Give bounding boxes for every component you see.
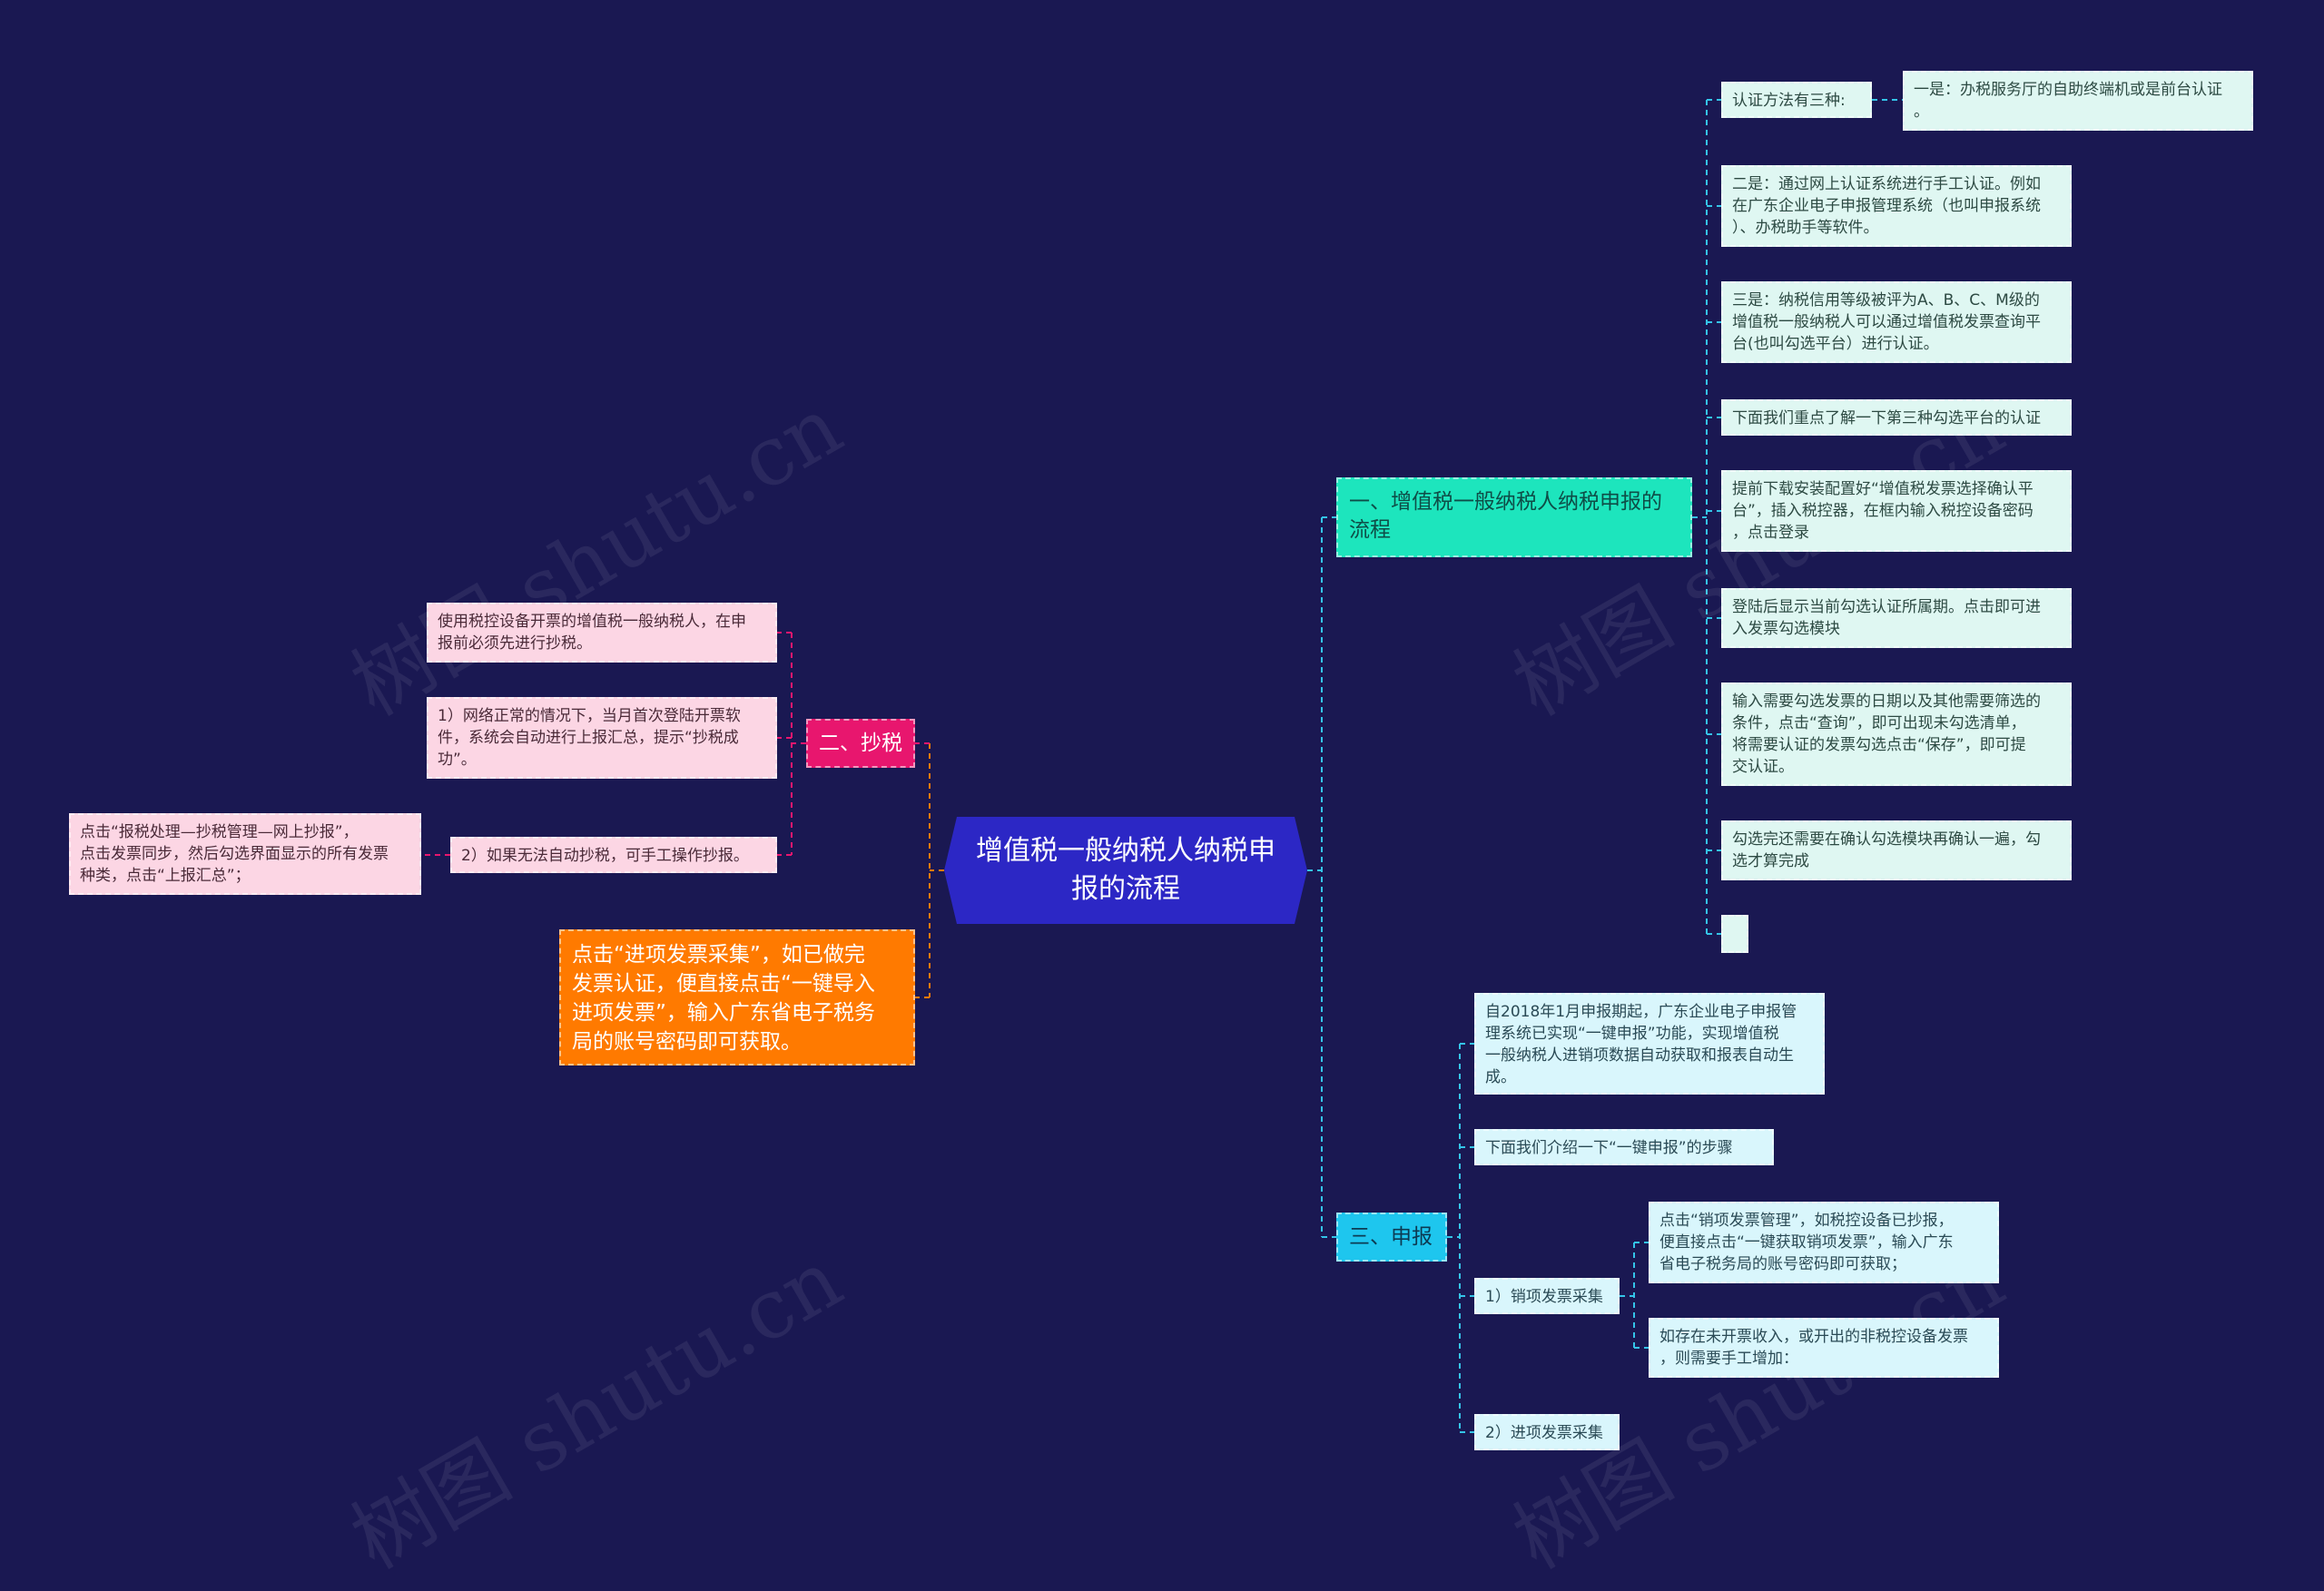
sales-invoice-extra[interactable]: 如存在未开票收入，或开出的非税控设备发票 ，则需要手工增加： <box>1649 1318 1999 1378</box>
declaration-since-2018[interactable]: 自2018年1月申报期起，广东企业电子申报管 理系统已实现“一键申报”功能，实现… <box>1474 993 1825 1095</box>
declaration-steps-intro[interactable]: 下面我们介绍一下“一键申报”的步骤 <box>1474 1129 1774 1165</box>
sales-invoice-collect[interactable]: 1）销项发票采集 <box>1474 1278 1620 1314</box>
auth-method-one[interactable]: 一是：办税服务厅的自助终端机或是前台认证 。 <box>1903 71 2253 131</box>
center-topic[interactable]: 增值税一般纳税人纳税申 报的流程 <box>944 817 1307 924</box>
tax-copy-manual-detail[interactable]: 点击“报税处理—抄税管理—网上抄报”， 点击发票同步，然后勾选界面显示的所有发票… <box>69 813 421 895</box>
sales-invoice-detail[interactable]: 点击“销项发票管理”，如税控设备已抄报， 便直接点击“一键获取销项发票”，输入广… <box>1649 1202 1999 1283</box>
input-invoice-collect[interactable]: 2）进项发票采集 <box>1474 1414 1620 1450</box>
input-invoice-note[interactable]: 点击“进项发票采集”，如已做完 发票认证，便直接点击“一键导入 进项发票”，输入… <box>559 929 915 1066</box>
tax-copy-auto[interactable]: 1）网络正常的情况下，当月首次登陆开票软 件，系统会自动进行上报汇总，提示“抄税… <box>427 697 777 779</box>
branch-filing-process[interactable]: 一、增值税一般纳税人纳税申报的 流程 <box>1336 477 1692 557</box>
step-select-module[interactable]: 登陆后显示当前勾选认证所属期。点击即可进 入发票勾选模块 <box>1721 588 2072 648</box>
auth-method-two[interactable]: 二是：通过网上认证系统进行手工认证。例如 在广东企业电子申报管理系统（也叫申报系… <box>1721 165 2072 247</box>
step-query-submit[interactable]: 输入需要勾选发票的日期以及其他需要筛选的 条件，点击“查询”，即可出现未勾选清单… <box>1721 683 2072 786</box>
auth-methods-label[interactable]: 认证方法有三种: <box>1721 82 1872 118</box>
connector-lines <box>421 99 1903 1433</box>
step-confirm-selection[interactable]: 勾选完还需要在确认勾选模块再确认一遍，勾 选才算完成 <box>1721 820 2072 880</box>
step-install-login[interactable]: 提前下载安装配置好“增值税发票选择确认平 台”，插入税控器，在框内输入税控设备密… <box>1721 470 2072 552</box>
auth-method-three[interactable]: 三是：纳税信用等级被评为A、B、C、M级的 增值税一般纳税人可以通过增值税发票查… <box>1721 281 2072 363</box>
tax-copy-intro[interactable]: 使用税控设备开票的增值税一般纳税人，在申 报前必须先进行抄税。 <box>427 603 777 663</box>
third-method-intro[interactable]: 下面我们重点了解一下第三种勾选平台的认证 <box>1721 399 2072 436</box>
empty-node[interactable] <box>1721 915 1748 953</box>
mind-map-canvas: 树图 shutu.cn 树图 shutu.cn 树图 shutu.cn 树图 s… <box>69 71 2253 1587</box>
branch-declaration[interactable]: 三、申报 <box>1336 1213 1447 1262</box>
tax-copy-manual[interactable]: 2）如果无法自动抄税，可手工操作抄报。 <box>450 837 777 873</box>
branch-tax-copy[interactable]: 二、抄税 <box>806 719 915 768</box>
